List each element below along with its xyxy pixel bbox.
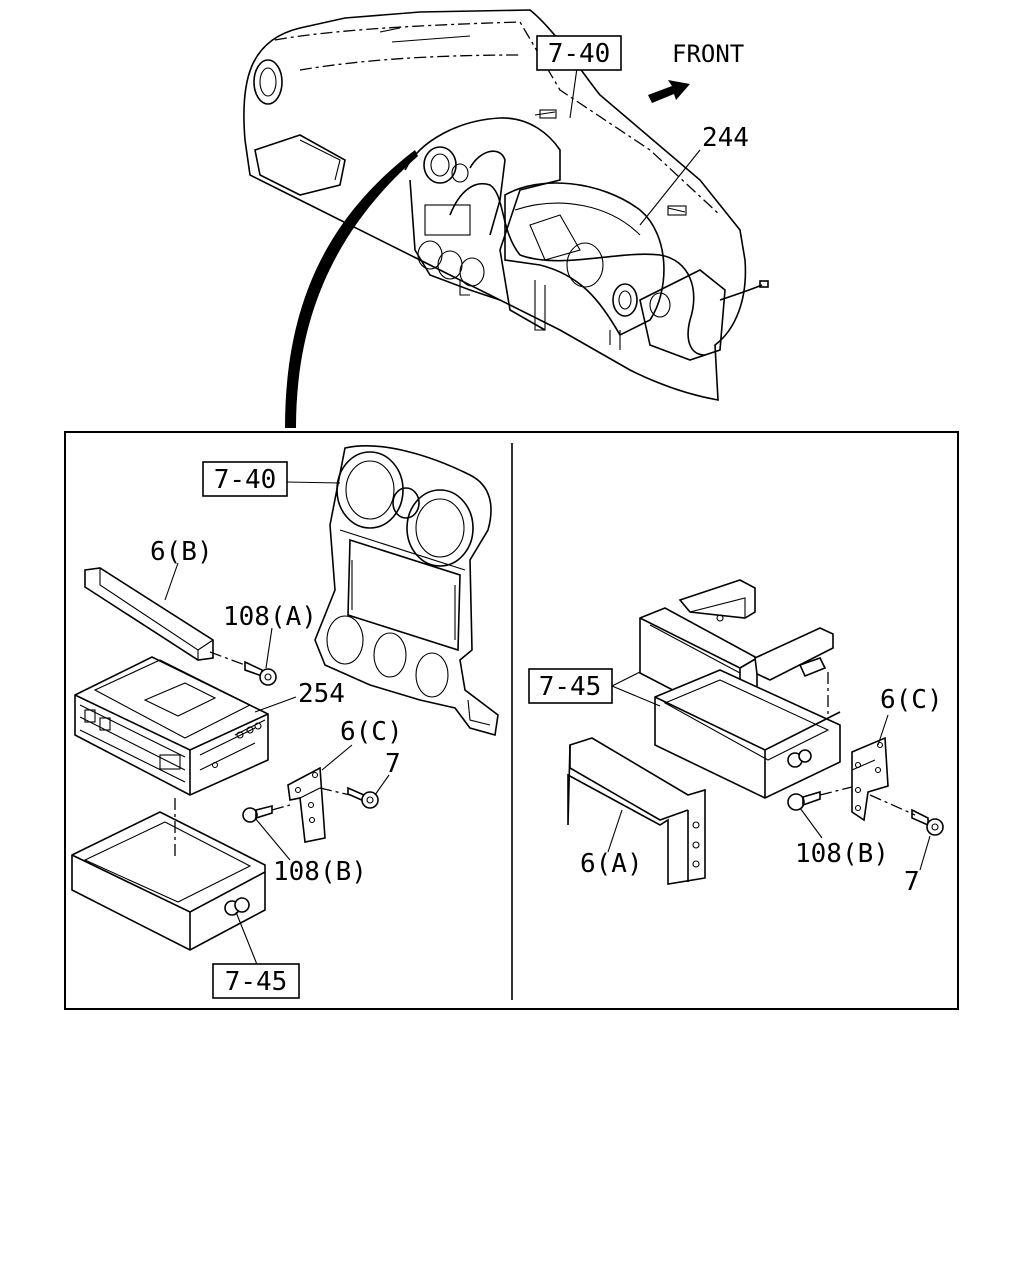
screw-108b-left [242,804,291,823]
right-panel [567,579,944,885]
part-label-108b-left: 108(B) [273,857,367,887]
trim-strip-6b [84,567,214,661]
ref-label-7-40-top: 7-40 [548,39,611,69]
center-bezel [314,445,499,737]
part-label-6b: 6(B) [150,537,213,567]
ref-box-7-45-left [212,963,300,999]
ref-box-7-45-right [528,668,613,704]
bracket-6c [287,766,326,843]
bracket-6a [567,737,706,885]
ref-label-7-45-left: 7-45 [225,967,288,997]
front-label: FRONT [672,40,744,68]
ref-box-7-40-left [202,461,288,497]
part-label-244: 244 [702,123,749,153]
part-label-6c-right: 6(C) [880,685,943,715]
pocket-right [654,669,841,799]
part-label-6a: 6(A) [580,849,643,879]
part-label-108a: 108(A) [223,602,317,632]
bracket-6c-right [851,736,889,822]
bolt-7-left [319,786,379,809]
detail-callout-arrow [285,150,418,428]
pocket-7-45 [71,811,266,951]
left-panel [71,445,499,968]
bolt-7-right [869,794,944,836]
part-label-6c-left: 6(C) [340,717,403,747]
part-label-254: 254 [298,679,345,709]
part-label-7-left: 7 [385,749,401,779]
detail-frame [64,431,959,1010]
part-label-108b-right: 108(B) [795,839,889,869]
part-label-7-right: 7 [904,867,920,897]
ref-label-7-40-left: 7-40 [214,465,277,495]
dashboard-assembly [243,9,769,401]
screw-108b-right [787,786,853,811]
screw-108a [209,651,277,686]
front-arrow-icon [648,80,690,103]
radio-unit-254 [74,656,269,796]
ref-label-7-45-right: 7-45 [539,672,602,702]
ref-box-7-40-top [536,35,622,71]
